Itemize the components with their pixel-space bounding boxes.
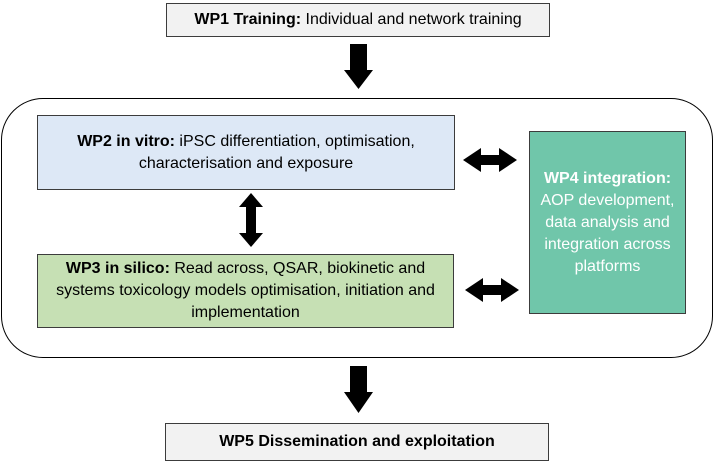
arrow-wp1-down	[344, 44, 373, 89]
arrow-wp5-down	[344, 366, 373, 413]
wp1-text: Individual and network training	[301, 11, 522, 28]
wp4-title: WP4 integration:	[543, 169, 672, 187]
wp3-title: WP3 in silico:	[65, 260, 170, 277]
arrow-wp3-wp4-double	[465, 278, 519, 302]
arrow-wp2-wp4-double	[463, 148, 517, 172]
wp3-box: WP3 in silico: Read across, QSAR, biokin…	[37, 254, 454, 328]
wp3-label: WP3 in silico: Read across, QSAR, biokin…	[44, 258, 447, 324]
wp4-text: AOP development, data analysis and integ…	[540, 191, 675, 275]
wp5-box: WP5 Dissemination and exploitation	[165, 423, 549, 461]
wp2-title: WP2 in vitro:	[77, 132, 175, 150]
wp4-label: WP4 integration: AOP development, data a…	[536, 168, 679, 278]
wp1-title: WP1 Training:	[194, 11, 302, 28]
arrow-wp2-wp3-double	[239, 193, 263, 247]
wp1-box: WP1 Training: Individual and network tra…	[166, 3, 550, 37]
wp2-label: WP2 in vitro: iPSC differentiation, opti…	[46, 131, 446, 175]
wp5-title: WP5 Dissemination and exploitation	[219, 433, 495, 450]
wp2-text: iPSC differentiation, optimisation, char…	[138, 132, 415, 172]
wp3-text: Read across, QSAR, biokinetic and system…	[56, 260, 435, 321]
wp2-box: WP2 in vitro: iPSC differentiation, opti…	[37, 115, 455, 190]
wp1-label: WP1 Training: Individual and network tra…	[194, 9, 521, 31]
wp4-box: WP4 integration: AOP development, data a…	[529, 131, 686, 314]
